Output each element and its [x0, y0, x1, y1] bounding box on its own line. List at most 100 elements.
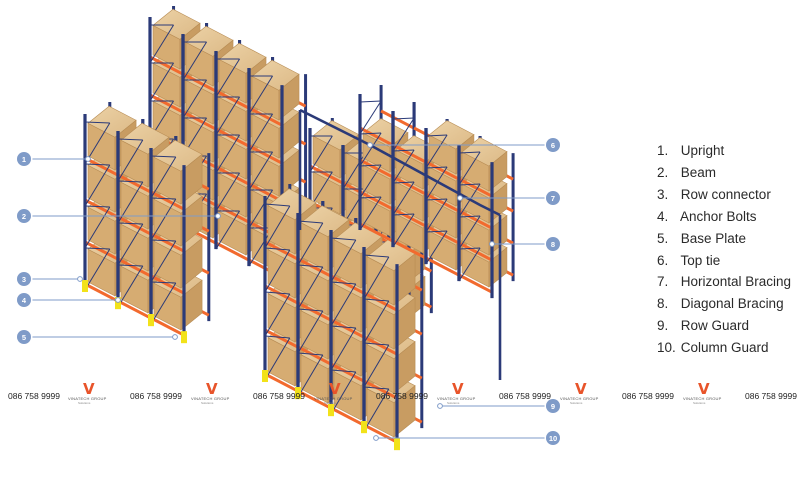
logo-brand: VINATECH GROUP [437, 396, 476, 401]
carton-side [180, 237, 203, 289]
callout-anchor-dot [215, 213, 221, 219]
side-bracing [330, 283, 357, 327]
beam [425, 224, 460, 245]
logo-tagline: Solutions [447, 401, 460, 405]
side-bracing [363, 344, 390, 388]
callout-anchor-dot [489, 241, 495, 247]
side-bracing [297, 308, 323, 312]
side-bracing [330, 327, 357, 371]
logo-tagline: Solutions [324, 401, 337, 405]
side-bracing [84, 248, 111, 291]
side-bracing [117, 223, 144, 266]
callout-marker: 3 [17, 272, 31, 286]
side-bracing [84, 121, 110, 124]
side-bracing [264, 293, 291, 337]
legend-item-beam: 2. Beam [657, 164, 717, 180]
side-bracing [458, 215, 481, 250]
legend-item-row-guard: 9. Row Guard [657, 318, 750, 334]
beam [297, 389, 332, 410]
side-bracing [359, 100, 382, 103]
beam [84, 240, 119, 261]
callout-marker: 6 [546, 138, 560, 152]
side-bracing [297, 222, 324, 266]
side-bracing [248, 75, 273, 115]
side-bracing [117, 264, 143, 267]
beam [458, 209, 493, 230]
side-bracing [458, 151, 481, 154]
side-bracing [84, 206, 111, 249]
callout-anchor-dot [115, 297, 121, 303]
side-bracing [150, 197, 176, 200]
column-guard [328, 404, 334, 416]
rack-bay [361, 235, 424, 451]
side-bracing [297, 266, 324, 310]
side-bracing [330, 371, 357, 415]
watermark-phone: 086 758 9999 [376, 391, 428, 401]
column-guard [148, 314, 154, 326]
beam [297, 301, 332, 322]
side-bracing [248, 113, 273, 153]
beam [84, 198, 119, 219]
side-bracing [392, 149, 415, 184]
beam [458, 177, 493, 198]
logo-brand: VINATECH GROUP [191, 396, 230, 401]
callout-anchor-dot [367, 142, 373, 148]
beam [84, 156, 119, 177]
side-bracing [84, 247, 110, 250]
beam [215, 203, 250, 224]
logo-glyph: V [698, 380, 710, 398]
beam [363, 291, 398, 312]
side-bracing [359, 164, 382, 167]
beam [248, 144, 283, 165]
beam [182, 110, 217, 131]
side-bracing [264, 247, 290, 251]
logo-brand: VINATECH GROUP [68, 396, 107, 401]
side-bracing [150, 281, 176, 284]
side-bracing [182, 79, 207, 119]
component-legend: 1. Upright 2. Beam 3. Row connector 4. A… [657, 140, 797, 359]
logo-glyph: V [575, 380, 587, 398]
beam [264, 328, 299, 349]
beam [359, 126, 394, 147]
side-bracing [150, 155, 176, 158]
logo-tagline: Solutions [570, 401, 583, 405]
side-bracing [392, 181, 415, 184]
side-bracing [297, 264, 323, 268]
side-bracing [150, 240, 177, 283]
side-bracing [297, 310, 324, 354]
side-bracing [117, 138, 143, 141]
legend-item-anchor-bolts: 4. Anchor Bolts [657, 208, 757, 224]
side-bracing [363, 386, 389, 390]
callout-marker: 7 [546, 191, 560, 205]
carton-side [278, 73, 300, 121]
beam [149, 93, 184, 114]
carton-side [393, 341, 416, 394]
side-bracing [117, 139, 144, 182]
beam [117, 257, 152, 278]
beam [330, 362, 365, 383]
side-bracing [264, 335, 290, 339]
side-bracing [264, 291, 290, 295]
watermark-phone: 086 758 9999 [130, 391, 182, 401]
side-bracing [330, 281, 356, 285]
carton-side [393, 297, 416, 350]
logo-glyph: V [329, 380, 341, 398]
side-bracing [330, 239, 357, 283]
beam [330, 406, 365, 427]
beam [392, 175, 427, 196]
rack-structure [82, 6, 515, 451]
beam [392, 207, 427, 228]
beam [380, 109, 415, 130]
side-bracing [117, 180, 143, 183]
side-bracing [425, 198, 448, 233]
side-bracing [150, 282, 177, 325]
callout-anchor-dot [77, 276, 83, 282]
callout-marker: 9 [546, 399, 560, 413]
logo-brand: VINATECH GROUP [683, 396, 722, 401]
side-bracing [425, 134, 448, 169]
beam [248, 182, 283, 203]
column-guard [262, 370, 268, 382]
side-bracing [363, 300, 390, 344]
side-bracing [425, 166, 448, 169]
